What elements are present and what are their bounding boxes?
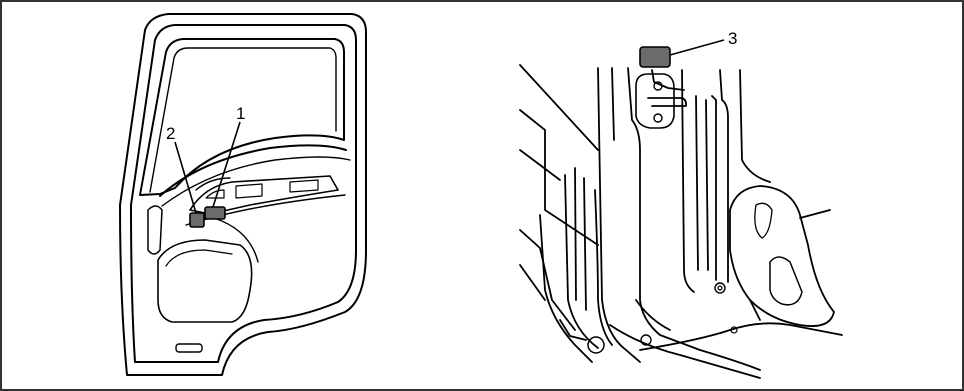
- label-3-marker: [640, 47, 670, 67]
- switch-1-marker: [205, 207, 225, 219]
- callout-2-label: 2: [166, 124, 175, 143]
- callout-1-label: 1: [236, 104, 245, 123]
- callout-3-label: 3: [728, 29, 737, 48]
- switch-2-marker: [190, 213, 204, 227]
